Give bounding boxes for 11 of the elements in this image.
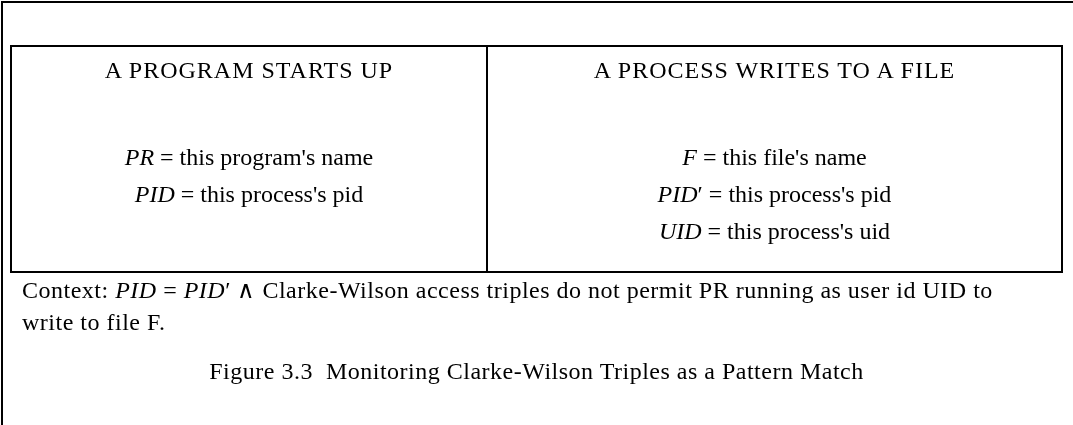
table-cell xyxy=(10,45,488,273)
column-heading: A PROGRAM STARTS UP xyxy=(103,57,395,84)
figure-caption: Figure 3.3 Monitoring Clarke-Wilson Triples as a Pattern Match xyxy=(208,358,865,385)
table-cell xyxy=(486,45,1063,273)
variable-definition: PID = this process's pid xyxy=(133,181,365,208)
column-heading: A PROCESS WRITES TO A FILE xyxy=(592,57,957,84)
variable-definition: PID′ = this process's pid xyxy=(656,181,893,208)
variable-definition: UID = this process's uid xyxy=(657,218,892,245)
variable-definition: F = this file's name xyxy=(681,144,868,171)
variable-definition: PR = this program's name xyxy=(123,144,375,171)
context-note: Context: PID = PID′ ∧ Clarke-Wilson access triples do not permit PR running as user id UID to write to file F. xyxy=(22,276,994,337)
